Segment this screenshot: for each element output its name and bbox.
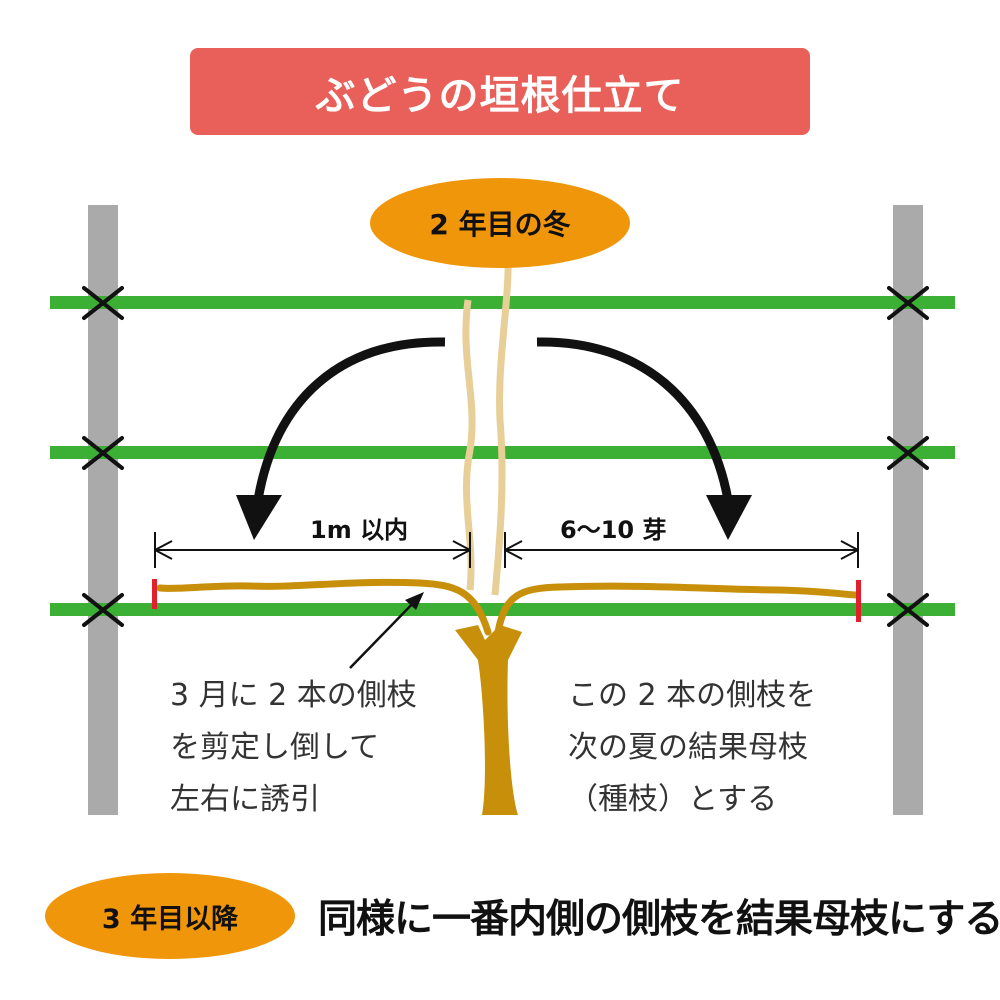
cut-mark-right bbox=[856, 580, 861, 622]
branch-right bbox=[494, 582, 860, 636]
branch-left bbox=[156, 578, 492, 636]
dimension-left-label: 1m 以内 bbox=[310, 516, 409, 544]
note-left: 3 月に 2 本の側枝 を剪定し倒して 左右に誘引 bbox=[170, 670, 417, 826]
pointer-arrow bbox=[349, 595, 421, 669]
trunk bbox=[455, 625, 522, 815]
arrow-right-head bbox=[706, 495, 752, 540]
tie-marks bbox=[82, 286, 929, 627]
arrow-right bbox=[536, 337, 733, 501]
cut-mark-left bbox=[152, 579, 157, 609]
dimension-right-label: 6〜10 芽 bbox=[560, 516, 667, 544]
stage-badge: 2 年目の冬 bbox=[370, 178, 630, 268]
arrow-left bbox=[253, 337, 446, 501]
dimension-lines bbox=[154, 532, 859, 568]
note-right: この 2 本の側枝を 次の夏の結果母枝 （種枝）とする bbox=[568, 670, 816, 826]
note-left-line: 3 月に 2 本の側枝 bbox=[170, 678, 417, 713]
arrow-left-head bbox=[236, 495, 282, 540]
page-title: ぶどうの垣根仕立て bbox=[190, 48, 810, 135]
bottom-caption: 同様に一番内側の側枝を結果母枝にする bbox=[318, 897, 1000, 942]
note-right-line: （種枝）とする bbox=[568, 782, 778, 817]
later-years-badge: 3 年目以降 bbox=[45, 873, 295, 959]
note-right-line: 次の夏の結果母枝 bbox=[568, 730, 808, 765]
pointer-arrow-head bbox=[405, 592, 424, 610]
note-right-line: この 2 本の側枝を bbox=[568, 678, 817, 713]
young-shoot-right bbox=[491, 249, 512, 596]
note-left-line: 左右に誘引 bbox=[170, 782, 320, 817]
note-left-line: を剪定し倒して bbox=[170, 730, 380, 765]
wire-top bbox=[50, 296, 955, 309]
